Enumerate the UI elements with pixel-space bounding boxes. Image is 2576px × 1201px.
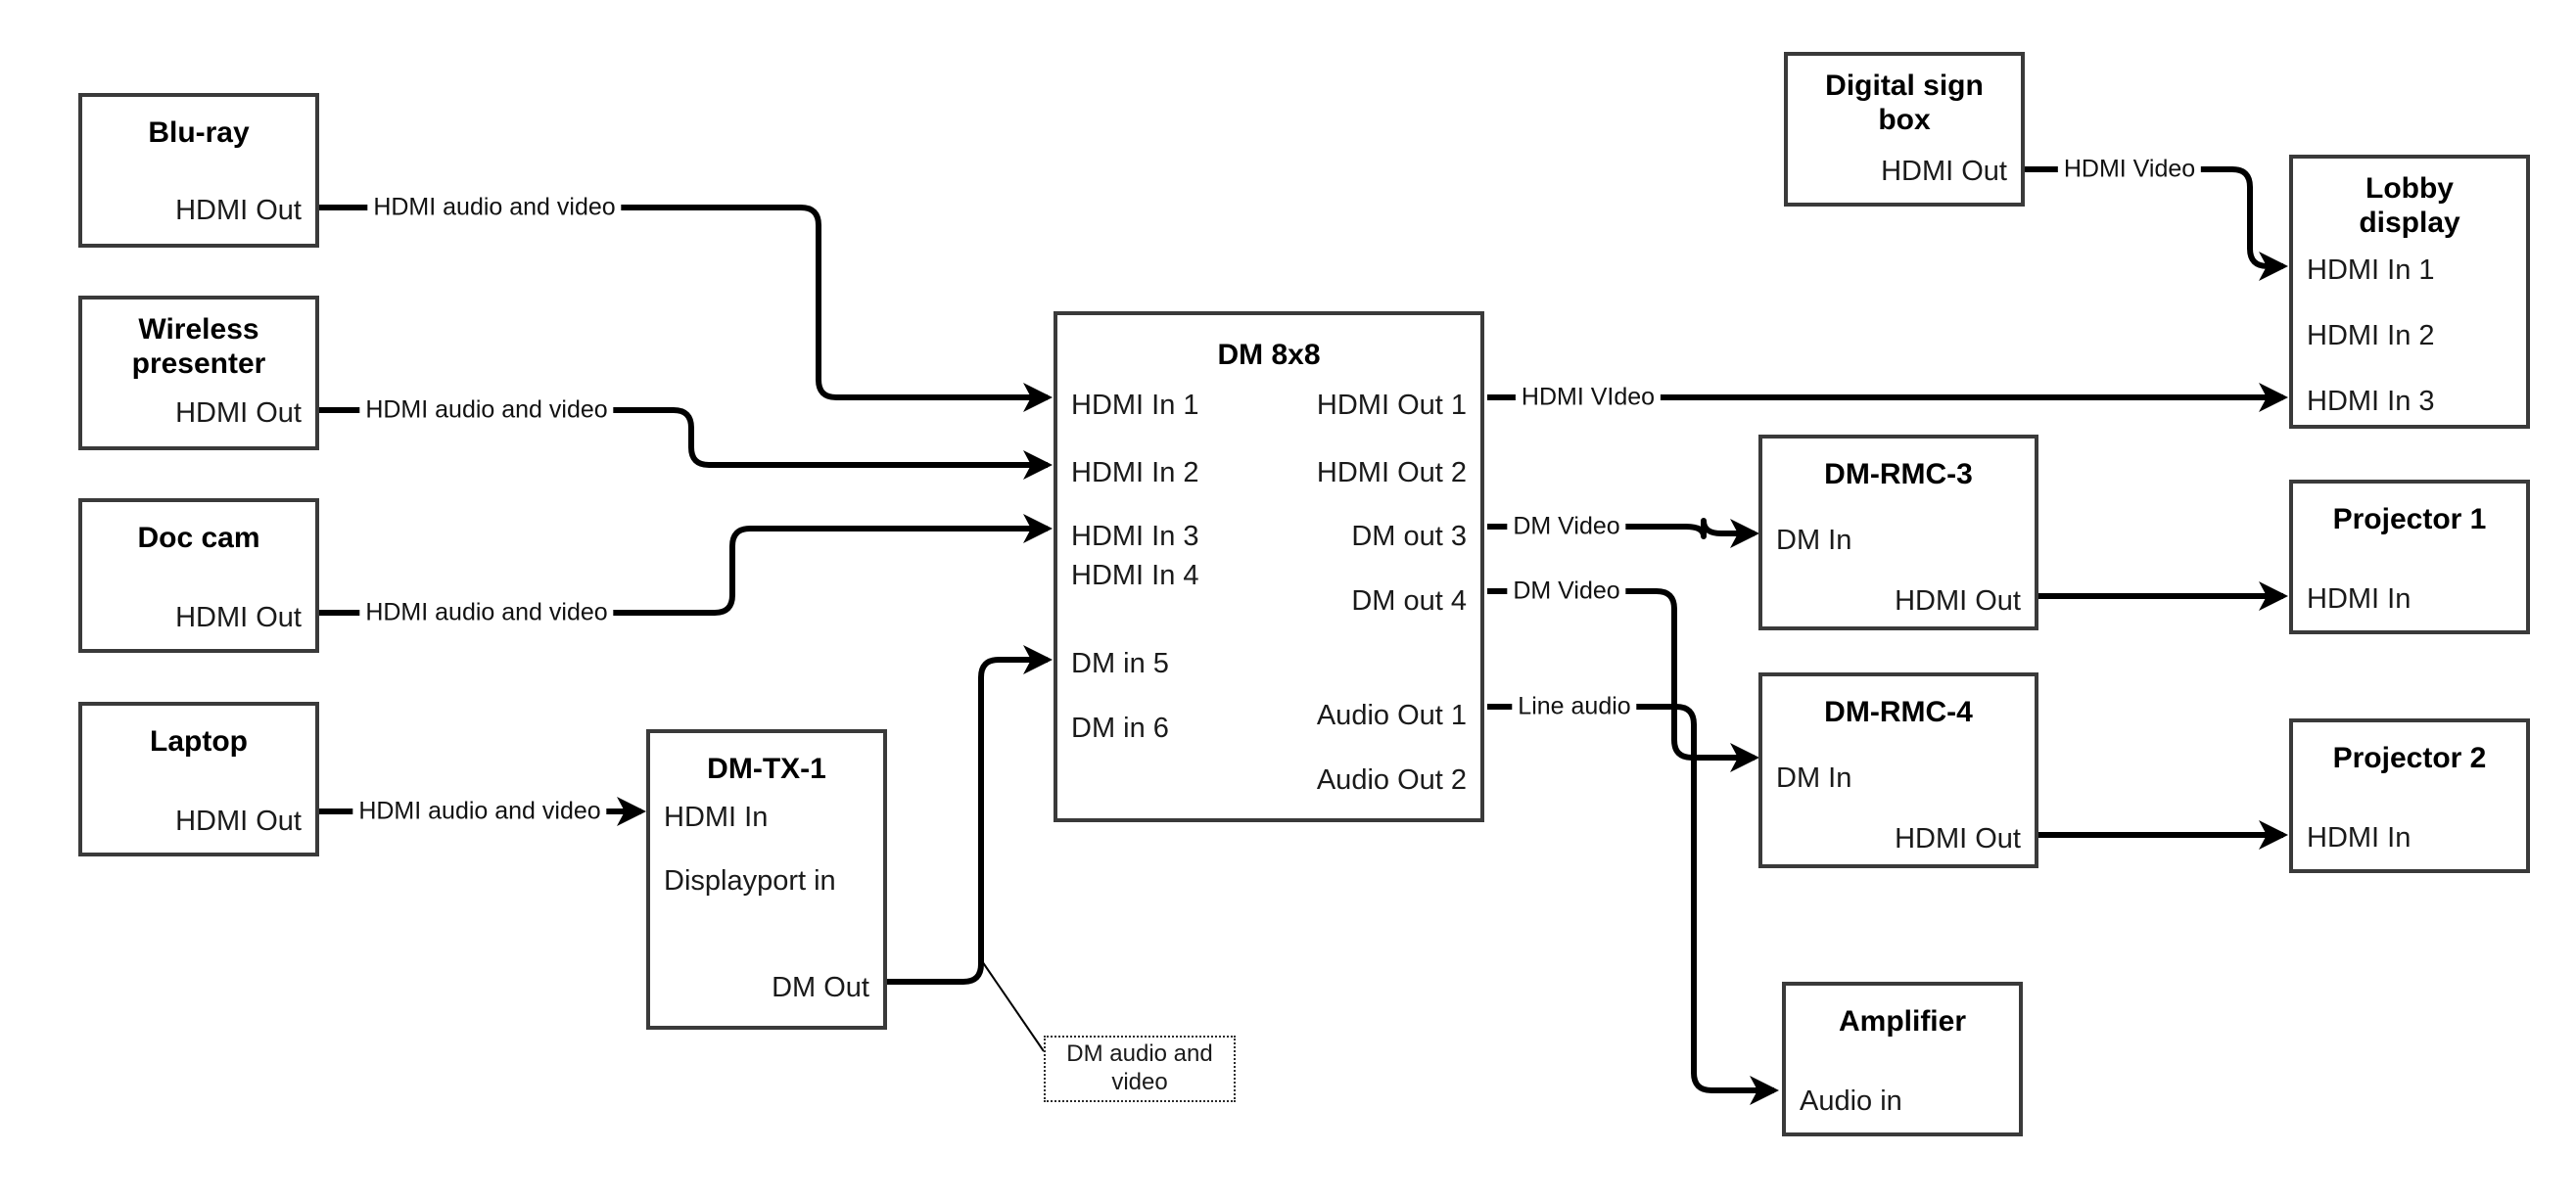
- edge-label-bluray: HDMI audio and video: [367, 195, 622, 220]
- port-hdmi-in-4: HDMI In 4: [1071, 560, 1199, 591]
- edge-label-laptop: HDMI audio and video: [352, 799, 607, 824]
- node-title: DM-RMC-4: [1824, 696, 1973, 728]
- port-hdmi-out: HDMI Out: [175, 806, 302, 837]
- port-hdmi-in: HDMI In: [664, 802, 769, 833]
- port-hdmi-in-2: HDMI In 2: [1071, 457, 1199, 488]
- node-dm-tx-1[interactable]: DM-TX-1 HDMI In Displayport in DM Out: [646, 729, 887, 1030]
- node-amplifier[interactable]: Amplifier Audio in: [1782, 982, 2023, 1136]
- node-title: Digital sign box: [1825, 69, 1984, 136]
- leader-dm-audio-video: [981, 960, 1045, 1052]
- node-title: DM 8x8: [1217, 339, 1321, 371]
- wire-dmtx1-to-dm-in-5: [887, 645, 1053, 985]
- port-hdmi-in-3: HDMI In 3: [1071, 521, 1199, 552]
- node-title: Amplifier: [1838, 1005, 1967, 1038]
- node-lobby-display[interactable]: Lobby display HDMI In 1 HDMI In 2 HDMI I…: [2289, 155, 2530, 429]
- node-laptop[interactable]: Laptop HDMI Out: [78, 702, 319, 856]
- port-dm-in-5: DM in 5: [1071, 648, 1169, 679]
- port-dm-out: DM Out: [772, 972, 869, 1003]
- node-title: Lobby display: [2359, 172, 2460, 239]
- wire-audio-out-1-to-amplifier: [1487, 704, 1779, 1105]
- port-hdmi-in: HDMI In: [2307, 583, 2412, 615]
- node-title: Blu-ray: [148, 116, 250, 149]
- edge-label-doccam: HDMI audio and video: [359, 600, 614, 625]
- node-projector-2[interactable]: Projector 2 HDMI In: [2289, 718, 2530, 873]
- node-digital-sign-box[interactable]: Digital sign box HDMI Out: [1784, 52, 2025, 207]
- port-dm-out-3: DM out 3: [1351, 521, 1467, 552]
- port-hdmi-out-1: HDMI Out 1: [1316, 390, 1467, 421]
- node-title: Wireless presenter: [131, 313, 266, 380]
- node-dm-8x8[interactable]: DM 8x8 HDMI In 1 HDMI In 2 HDMI In 3 HDM…: [1054, 311, 1484, 822]
- node-title: Projector 2: [2332, 742, 2487, 774]
- node-projector-1[interactable]: Projector 1 HDMI In: [2289, 480, 2530, 634]
- edge-label-dm-video-3: DM Video: [1507, 514, 1626, 539]
- node-title: DM-RMC-3: [1824, 458, 1973, 490]
- annotation-dm-audio-video: DM audio and video: [1044, 1036, 1236, 1102]
- wire-signbox-to-lobby-in-1: [2023, 166, 2288, 281]
- edge-label-wireless: HDMI audio and video: [359, 397, 614, 423]
- port-displayport-in: Displayport in: [664, 865, 836, 897]
- node-wireless-presenter[interactable]: Wireless presenter HDMI Out: [78, 296, 319, 450]
- port-audio-out-2: Audio Out 2: [1316, 764, 1467, 796]
- port-hdmi-in-3: HDMI In 3: [2307, 386, 2435, 417]
- node-doc-cam[interactable]: Doc cam HDMI Out: [78, 498, 319, 653]
- node-title: Laptop: [150, 725, 248, 758]
- node-title: Projector 1: [2332, 503, 2487, 535]
- port-dm-in: DM In: [1776, 762, 1852, 794]
- edge-label-hdmi-video-signbox: HDMI Video: [2057, 157, 2202, 182]
- port-hdmi-out: HDMI Out: [175, 602, 302, 633]
- port-audio-in: Audio in: [1800, 1086, 1902, 1117]
- port-hdmi-out: HDMI Out: [175, 195, 302, 226]
- node-title: Doc cam: [137, 522, 260, 554]
- port-hdmi-in-1: HDMI In 1: [1071, 390, 1199, 421]
- edge-label-hdmi-video-out1: HDMI VIdeo: [1515, 385, 1662, 410]
- edge-label-dm-video-4: DM Video: [1507, 578, 1626, 604]
- node-bluray[interactable]: Blu-ray HDMI Out: [78, 93, 319, 248]
- wire-dm-out-4-to-rmc4: [1487, 588, 1759, 772]
- port-hdmi-in-1: HDMI In 1: [2307, 254, 2435, 286]
- port-dm-in: DM In: [1776, 525, 1852, 556]
- port-dm-in-6: DM in 6: [1071, 713, 1169, 744]
- port-audio-out-1: Audio Out 1: [1316, 700, 1467, 731]
- port-hdmi-out-2: HDMI Out 2: [1316, 457, 1467, 488]
- port-hdmi-in: HDMI In: [2307, 822, 2412, 854]
- port-hdmi-in-2: HDMI In 2: [2307, 320, 2435, 351]
- port-hdmi-out: HDMI Out: [1881, 156, 2007, 187]
- node-dm-rmc-4[interactable]: DM-RMC-4 DM In HDMI Out: [1758, 672, 2038, 868]
- port-dm-out-4: DM out 4: [1351, 585, 1467, 617]
- port-hdmi-out: HDMI Out: [1895, 585, 2021, 617]
- port-hdmi-out: HDMI Out: [1895, 823, 2021, 855]
- port-hdmi-out: HDMI Out: [175, 397, 302, 429]
- edge-label-line-audio: Line audio: [1512, 694, 1637, 719]
- node-title: DM-TX-1: [707, 753, 826, 785]
- node-dm-rmc-3[interactable]: DM-RMC-3 DM In HDMI Out: [1758, 435, 2038, 630]
- wire-bluray-to-hdmi-in-1: [319, 205, 1053, 412]
